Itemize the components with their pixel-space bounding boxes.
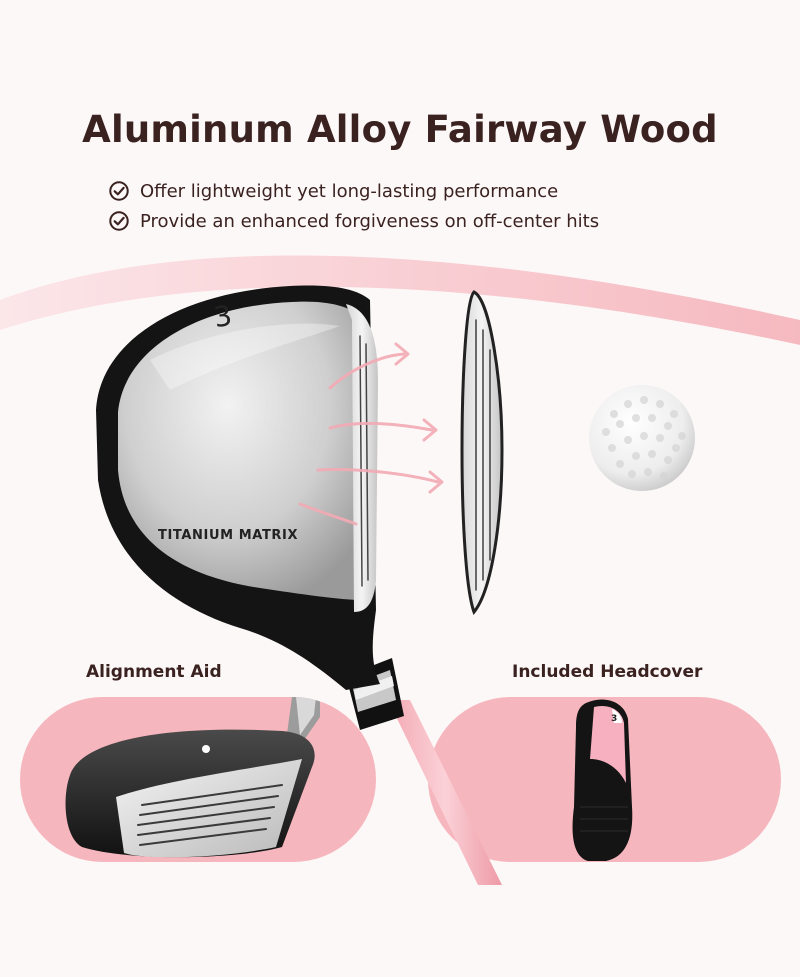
alignment-club-image <box>65 697 320 858</box>
alignment-panel <box>20 697 376 862</box>
feature-text: Provide an enhanced forgiveness on off-c… <box>140 210 600 232</box>
arrow-right-icon <box>298 342 444 526</box>
headcover-label: Included Headcover <box>512 662 703 682</box>
svg-text:3: 3 <box>611 714 617 724</box>
headcover-image: 3 <box>572 699 633 861</box>
check-circle-icon <box>109 181 129 201</box>
feature-item: Offer lightweight yet long-lasting perfo… <box>108 176 599 206</box>
check-circle-icon <box>109 211 129 231</box>
headcover-panel: 3 <box>428 697 781 862</box>
feature-list: Offer lightweight yet long-lasting perfo… <box>108 176 599 236</box>
feature-text: Offer lightweight yet long-lasting perfo… <box>140 180 559 202</box>
club-brand-text: TITANIUM MATRIX <box>158 528 299 543</box>
alignment-aid-label: Alignment Aid <box>86 662 222 682</box>
page-title: Aluminum Alloy Fairway Wood <box>82 108 718 151</box>
feature-item: Provide an enhanced forgiveness on off-c… <box>108 206 599 236</box>
